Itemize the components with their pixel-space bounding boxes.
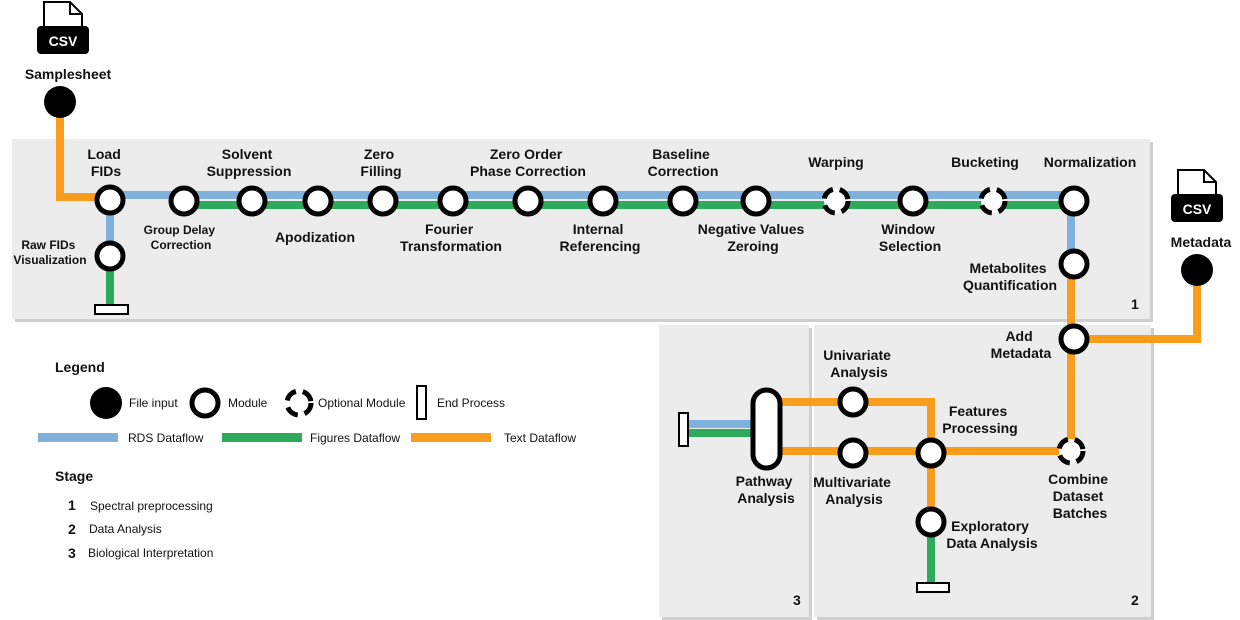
multivariate-node	[837, 437, 869, 469]
univariate-label: Univariate Analysis	[823, 347, 895, 380]
samplesheet-label: Samplesheet	[25, 66, 112, 82]
zero-filling-label: Zero Filling	[360, 146, 401, 179]
legend-rds-label: RDS Dataflow	[128, 431, 204, 445]
legend-module-swatch	[189, 387, 221, 419]
legend-file-input-label: File input	[129, 396, 178, 410]
stage-list-num-1: 1	[68, 497, 76, 513]
group-delay-node	[168, 185, 200, 217]
pathway-analysis-node	[750, 387, 783, 471]
module-nodes	[94, 184, 1090, 538]
apodization-node	[302, 185, 334, 217]
legend-title: Legend	[55, 359, 105, 375]
stage-list-label-1: Spectral preprocessing	[90, 499, 213, 513]
baseline-label: Baseline Correction	[648, 146, 719, 179]
legend-figures-label: Figures Dataflow	[310, 431, 400, 445]
metadata-file-node	[1181, 254, 1213, 286]
stage-list-title: Stage	[55, 468, 93, 484]
window-selection-label: Window Selection	[879, 221, 941, 254]
stage-list-label-2: Data Analysis	[89, 522, 162, 536]
fourier-node	[437, 185, 469, 217]
solvent-suppression-node	[236, 185, 268, 217]
univariate-node	[837, 386, 869, 418]
samplesheet-file-node	[44, 86, 76, 118]
legend-file-input-swatch	[90, 387, 122, 419]
raw-fids-vis-label: Raw FIDs Visualization	[13, 238, 86, 267]
stage-1-number: 1	[1131, 296, 1139, 312]
csv-file-icon: CSV	[1171, 169, 1223, 222]
add-metadata-label: Add Metadata	[991, 328, 1052, 361]
normalization-node	[1058, 185, 1090, 217]
bucketing-label: Bucketing	[951, 154, 1019, 170]
metabolites-quant-label: Metabolites Quantification	[963, 260, 1057, 293]
metabolites-quant-node	[1058, 248, 1090, 280]
stage-3-panel	[659, 325, 809, 617]
legend-module-label: Module	[228, 396, 268, 410]
module-labels: Load FIDs Raw FIDs Visualization Group D…	[13, 146, 1136, 551]
end-process-markers	[94, 304, 950, 593]
exploratory-node	[915, 506, 947, 538]
samplesheet-input: CSV Samplesheet	[25, 1, 112, 118]
pathway-end-process	[678, 412, 689, 447]
stage-3-number: 3	[793, 592, 801, 608]
zero-order-node	[512, 185, 544, 217]
optional-module-nodes	[821, 186, 1086, 466]
raw-fids-vis-node	[94, 240, 126, 272]
load-fids-label: Load FIDs	[87, 146, 124, 179]
metadata-label: Metadata	[1171, 234, 1232, 250]
combine-batches-optional-node	[1056, 436, 1086, 466]
features-processing-label: Features Processing	[942, 403, 1017, 436]
zero-filling-node	[367, 185, 399, 217]
pathway-label: Pathway Analysis	[736, 473, 797, 506]
legend-optional-module-swatch	[284, 388, 314, 418]
multivariate-label: Multivariate Analysis	[813, 474, 895, 507]
metadata-input: CSV Metadata	[1171, 169, 1232, 286]
warping-label: Warping	[808, 154, 863, 170]
legend-end-process-label: End Process	[437, 396, 505, 410]
raw-fids-end-process	[94, 304, 129, 315]
stage-panels: 1 2 3	[12, 139, 1154, 620]
legend: Legend File input Module Optional Module…	[38, 359, 576, 445]
normalization-label: Normalization	[1044, 154, 1137, 170]
warping-optional-node	[821, 186, 851, 216]
samplesheet-text-flow	[56, 102, 110, 201]
stage-list: Stage 1 Spectral preprocessing 2 Data An…	[55, 468, 213, 561]
window-selection-node	[897, 185, 929, 217]
stage-2-number: 2	[1131, 592, 1139, 608]
solvent-suppression-label: Solvent Suppression	[207, 146, 292, 179]
combine-batches-label: Combine Dataset Batches	[1048, 471, 1112, 521]
csv-file-icon: CSV	[37, 1, 89, 54]
load-fids-node	[94, 184, 126, 216]
bucketing-optional-node	[978, 186, 1008, 216]
apodization-label: Apodization	[275, 229, 355, 245]
zero-order-label: Zero Order Phase Correction	[470, 146, 586, 179]
fourier-label: Fourier Transformation	[400, 221, 502, 254]
exploratory-end-process	[916, 582, 950, 593]
group-delay-label: Group Delay Correction	[144, 223, 219, 252]
legend-text-label: Text Dataflow	[504, 431, 576, 445]
legend-figures-swatch	[222, 433, 302, 442]
legend-optional-module-label: Optional Module	[318, 396, 406, 410]
internal-ref-label: Internal Referencing	[560, 221, 641, 254]
negative-zeroing-label: Negative Values Zeroing	[698, 221, 809, 254]
features-to-univariate-text-flow	[766, 398, 935, 453]
negative-zeroing-node	[740, 185, 772, 217]
legend-rds-swatch	[38, 433, 118, 442]
stage-list-num-2: 2	[68, 521, 76, 537]
internal-ref-node	[587, 185, 619, 217]
svg-text:CSV: CSV	[49, 33, 78, 49]
stage-2-panel	[814, 325, 1151, 617]
stage-list-num-3: 3	[68, 545, 76, 561]
svg-text:CSV: CSV	[1183, 201, 1212, 217]
legend-end-process-swatch	[416, 385, 427, 420]
stage-1-panel	[12, 139, 1150, 319]
metadata-text-flow	[1074, 270, 1201, 343]
exploratory-label: Exploratory Data Analysis	[946, 518, 1038, 551]
add-metadata-node	[1058, 323, 1090, 355]
legend-text-swatch	[411, 433, 491, 442]
baseline-node	[667, 185, 699, 217]
features-processing-node	[915, 437, 947, 469]
stage-list-label-3: Biological Interpretation	[88, 546, 213, 560]
